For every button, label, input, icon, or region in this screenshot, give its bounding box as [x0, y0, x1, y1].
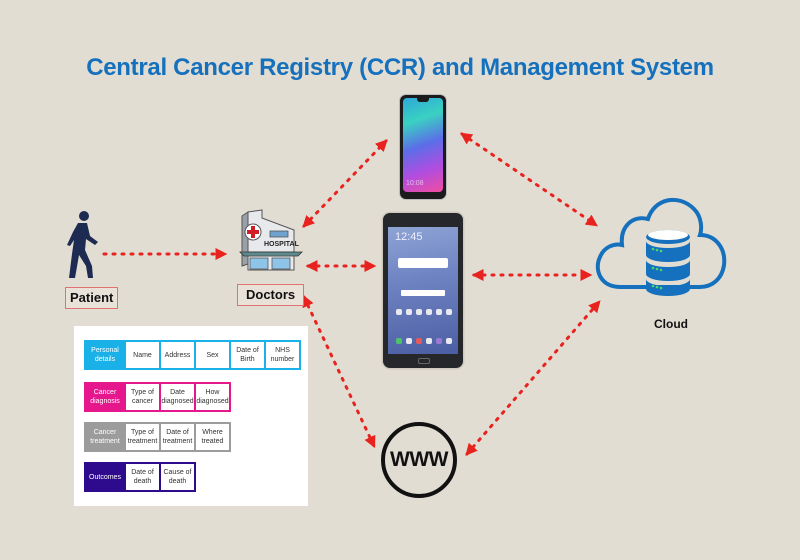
tablet-dock-row — [396, 338, 452, 344]
field-cell: Where treated — [194, 424, 229, 450]
group-cancer-treatment: Cancer treatment Type of treatment Date … — [84, 422, 231, 452]
app-icon — [436, 338, 442, 344]
group-cancer-diagnosis: Cancer diagnosis Type of cancer Date dia… — [84, 382, 231, 412]
app-icon — [426, 338, 432, 344]
field-cell: Type of cancer — [124, 384, 159, 410]
field-cell: How diagnosed — [194, 384, 229, 410]
www-label: WWW — [390, 448, 448, 471]
field-cell: Date of treatment — [159, 424, 194, 450]
diagram-title: Central Cancer Registry (CCR) and Manage… — [86, 54, 714, 81]
app-icon — [416, 338, 422, 344]
phone-screen — [403, 98, 443, 192]
world-wide-web-icon: WWW — [381, 422, 457, 498]
doctors-label: Doctors — [237, 284, 305, 306]
app-icon — [446, 309, 452, 315]
field-cell: Address — [159, 342, 194, 368]
tablet-widget — [398, 258, 448, 268]
cloud-label: Cloud — [654, 317, 688, 331]
tablet-home-button — [418, 358, 430, 364]
field-cell: Name — [124, 342, 159, 368]
app-icon — [436, 309, 442, 315]
field-cell: Cause of death — [159, 464, 194, 490]
arrow-www-cloud — [465, 300, 601, 456]
registry-data-panel: Personal details Name Address Sex Date o… — [74, 326, 308, 506]
group-header: Personal details — [86, 342, 124, 368]
field-cell: Date of Birth — [229, 342, 264, 368]
phone-clock: 10:08 — [406, 180, 424, 187]
group-header: Cancer diagnosis — [86, 384, 124, 410]
group-outcomes: Outcomes Date of death Cause of death — [84, 462, 196, 492]
app-icon — [446, 338, 452, 344]
group-header: Cancer treatment — [86, 424, 124, 450]
app-icon — [406, 309, 412, 315]
group-personal-details: Personal details Name Address Sex Date o… — [84, 340, 301, 370]
app-icon — [406, 338, 412, 344]
tablet-icon: 12:45 — [383, 213, 463, 368]
field-cell: Date of death — [124, 464, 159, 490]
tablet-clock: 12:45 — [395, 231, 423, 243]
tablet-app-row — [396, 309, 452, 315]
app-icon — [396, 309, 402, 315]
field-cell: Type of treatment — [124, 424, 159, 450]
patient-label: Patient — [65, 287, 119, 309]
arrow-doctors-phone — [302, 139, 388, 228]
arrow-phone-cloud — [460, 132, 598, 227]
field-cell: Sex — [194, 342, 229, 368]
group-header: Outcomes — [86, 464, 124, 490]
smartphone-icon: 10:08 — [400, 95, 446, 199]
app-icon — [396, 338, 402, 344]
app-icon — [416, 309, 422, 315]
app-icon — [426, 309, 432, 315]
walking-person-icon — [67, 211, 98, 278]
phone-notch — [417, 98, 429, 102]
cloud-database-icon — [595, 198, 727, 296]
hospital-icon: HOSPITAL — [239, 209, 303, 271]
svg-text:HOSPITAL: HOSPITAL — [264, 241, 300, 248]
tablet-search-bar — [401, 290, 445, 296]
field-cell: Date diagnosed — [159, 384, 194, 410]
arrow-doctors-www — [302, 294, 376, 449]
field-cell: NHS number — [264, 342, 299, 368]
